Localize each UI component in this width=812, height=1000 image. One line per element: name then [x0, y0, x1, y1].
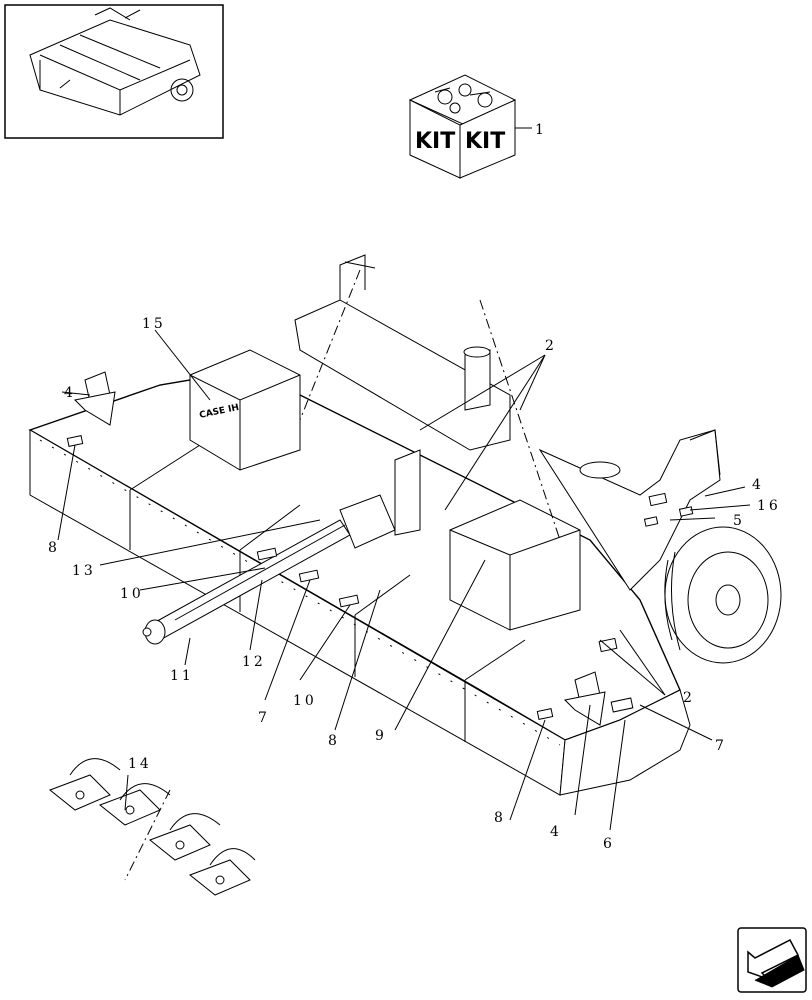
- jack-brackets: [73, 371, 606, 726]
- callout-6: 6: [603, 836, 615, 852]
- kit-label-left: KIT: [415, 129, 455, 154]
- callout-1: 1: [535, 122, 547, 138]
- callout-9: 9: [375, 728, 387, 744]
- callout-4-left: 4: [64, 385, 76, 401]
- mower-deck: CASE IH: [28, 349, 691, 796]
- callout-11: 11: [170, 668, 194, 684]
- callout-16: 16: [757, 498, 781, 514]
- hitch-frame: [294, 254, 721, 591]
- callout-12: 12: [242, 654, 266, 670]
- callout-7-left: 7: [258, 710, 270, 726]
- callout-2-top: 2: [545, 338, 557, 354]
- callout-10-left: 10: [120, 586, 144, 602]
- callout-8-right: 8: [494, 810, 506, 826]
- callout-14: 14: [128, 756, 152, 772]
- thumbnail-inset: [4, 4, 224, 139]
- drive-shaft: [142, 494, 396, 645]
- kit-label-right: KIT: [465, 129, 505, 154]
- callout-4-bottom: 4: [550, 824, 562, 840]
- callouts: 1 2 2 4 4 4 5 6 7 7 8 8 8 9 10 10 11 12 …: [48, 122, 781, 852]
- blade-detail: [49, 758, 256, 896]
- decal-markers: [66, 435, 694, 720]
- callout-15: 15: [142, 316, 166, 332]
- kit-box: KIT KIT: [408, 74, 532, 179]
- callout-5: 5: [733, 513, 745, 529]
- callout-7-right: 7: [715, 738, 727, 754]
- arrow-left-down-icon[interactable]: [737, 927, 807, 993]
- callout-8-mid: 8: [328, 733, 340, 749]
- callout-13: 13: [72, 563, 96, 579]
- callout-2-right: 2: [683, 690, 695, 706]
- callout-10-mid: 10: [293, 693, 317, 709]
- callout-4-right: 4: [752, 477, 764, 493]
- tire: [664, 526, 782, 664]
- callout-8-left: 8: [48, 540, 60, 556]
- leader-lines: [57, 329, 751, 831]
